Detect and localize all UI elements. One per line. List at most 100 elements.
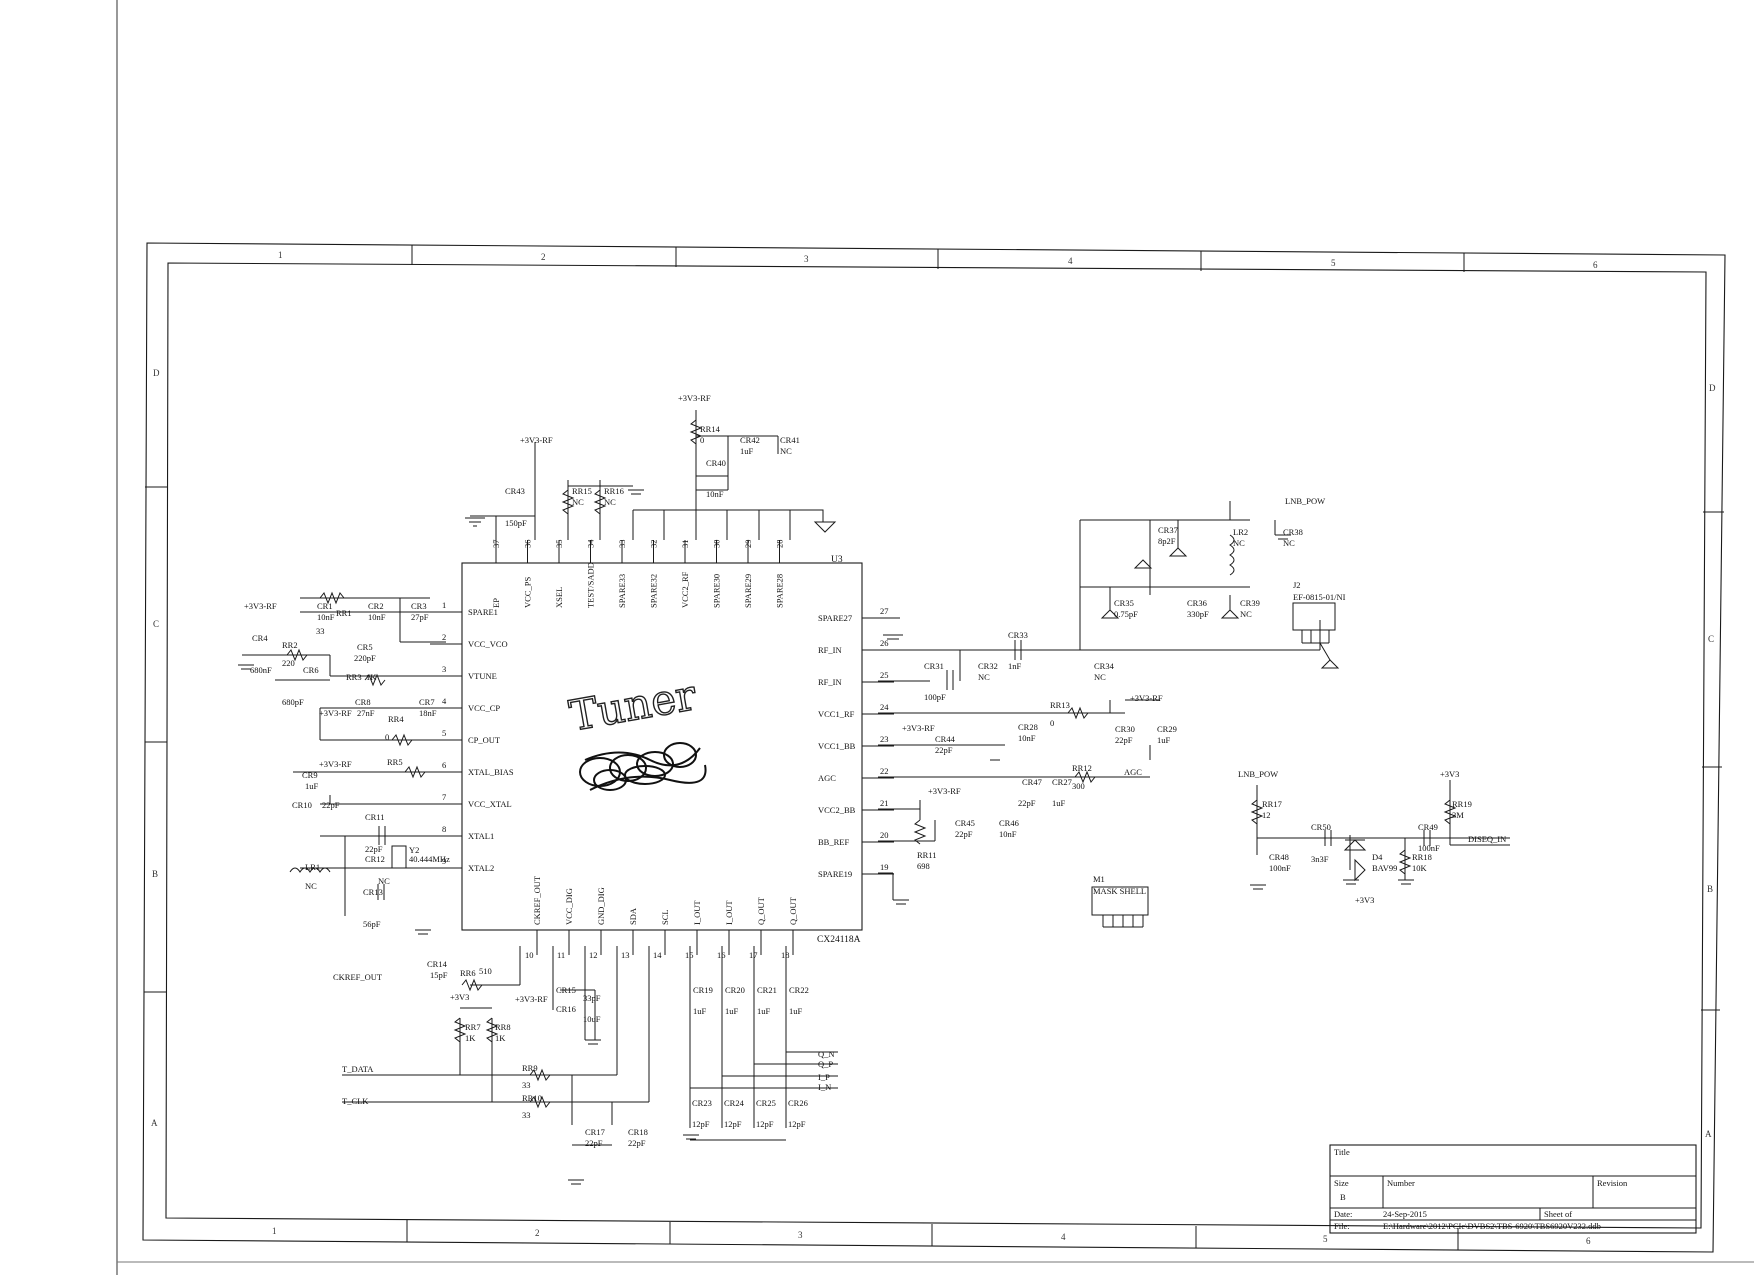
pin-name: VCC1_BB xyxy=(818,741,856,751)
label-d4v: BAV99 xyxy=(1372,863,1397,873)
zone-right-A: A xyxy=(1705,1129,1712,1139)
pin-number: 36 xyxy=(523,540,533,549)
label-cr19v: 1uF xyxy=(693,1006,707,1016)
label-rr18: RR18 xyxy=(1412,852,1432,862)
label-cr4v: 680nF xyxy=(250,665,272,675)
pin-number: 27 xyxy=(880,606,889,616)
label-j2v: EF-0815-01/NI xyxy=(1293,592,1346,602)
zone-labels-bottom: 1 2 3 4 5 6 xyxy=(272,1226,1591,1246)
label-cr45v: 22pF xyxy=(955,829,973,839)
zone-labels-side: D C B A D C B A xyxy=(151,368,1716,1139)
label-cr6v: 680pF xyxy=(282,697,304,707)
label-cr35: CR35 xyxy=(1114,598,1134,608)
label-net-3v3rf-bb2: +3V3-RF xyxy=(928,786,961,796)
pin-name: SPARE29 xyxy=(743,574,753,608)
label-cr11: CR11 xyxy=(365,812,385,822)
label-cr38v: NC xyxy=(1283,538,1295,548)
label-rr15v: NC xyxy=(572,497,584,507)
label-agc: AGC xyxy=(1124,767,1142,777)
label-cr8: CR8 xyxy=(355,697,371,707)
pin-name: Q_OUT xyxy=(756,896,766,925)
label-cr17v: 22pF xyxy=(585,1138,603,1148)
label-rr15: RR15 xyxy=(572,486,592,496)
label-rr12v: 300 xyxy=(1072,781,1085,791)
label-cr12: CR12 xyxy=(365,854,385,864)
label-rr14: RR14 xyxy=(700,424,721,434)
label-rr16: RR16 xyxy=(604,486,624,496)
label-d4pwr: +3V3 xyxy=(1355,895,1374,905)
label-rr16v: NC xyxy=(604,497,616,507)
label-rr9v: 33 xyxy=(522,1080,531,1090)
label-cr1v: 10nF xyxy=(317,612,335,622)
date-label: Date: xyxy=(1334,1209,1352,1219)
pin-number: 7 xyxy=(442,792,446,802)
label-cr22: CR22 xyxy=(789,985,809,995)
label-cr2: CR2 xyxy=(368,601,384,611)
pin-number: 26 xyxy=(880,638,889,648)
label-cr42: CR42 xyxy=(740,435,760,445)
pin-name: EP xyxy=(491,598,501,608)
label-rr3v: 1K xyxy=(366,672,377,682)
sheet-frame xyxy=(142,242,1726,1253)
pin-number: 10 xyxy=(525,950,534,960)
label-rr14v: 0 xyxy=(700,435,704,445)
label-rr3: RR3 xyxy=(346,672,362,682)
label-lr2v: NC xyxy=(1233,538,1245,548)
pin-name: VCC_DIG xyxy=(564,888,574,925)
number-label: Number xyxy=(1387,1178,1415,1188)
label-cr28v: 10nF xyxy=(1018,733,1036,743)
pin-name: SPARE19 xyxy=(818,869,852,879)
pin-name: I_OUT xyxy=(692,900,702,925)
label-cr48: CR48 xyxy=(1269,852,1289,862)
label-cr7v: 18nF xyxy=(419,708,437,718)
label-cr44: CR44 xyxy=(935,734,956,744)
label-j2: J2 xyxy=(1293,580,1301,590)
label-y2: Y2 xyxy=(409,845,419,855)
file-value: E:\Hardware\2012\PCIe\DVBS2\TBS-6920\TBS… xyxy=(1383,1221,1601,1231)
pin-number: 33 xyxy=(617,540,627,549)
zone-top-6: 6 xyxy=(1593,260,1598,270)
label-cr23: CR23 xyxy=(692,1098,712,1108)
label-cr28: CR28 xyxy=(1018,722,1038,732)
label-cr44v: 22pF xyxy=(935,745,953,755)
pin-name: GND_DIG xyxy=(596,887,606,925)
label-y2v: 40.444MHz xyxy=(409,854,450,864)
label-lnbpow1: LNB_POW xyxy=(1285,496,1325,506)
pin-name: SPARE30 xyxy=(712,574,722,608)
label-rr13: RR13 xyxy=(1050,700,1070,710)
label-cr27v: 1uF xyxy=(1052,798,1066,808)
label-cr23v: 12pF xyxy=(692,1119,710,1129)
chip-part: CX24118A xyxy=(817,935,861,945)
pin-name: VCC_XTAL xyxy=(468,799,512,809)
label-rr19: RR19 xyxy=(1452,799,1472,809)
pin-number: 5 xyxy=(442,728,446,738)
zone-right-D: D xyxy=(1709,383,1716,393)
pin-name: TEST/SADD xyxy=(586,562,596,608)
label-cr10v: 22pF xyxy=(322,800,340,810)
label-rr11: RR11 xyxy=(917,850,937,860)
zone-bot-5: 5 xyxy=(1323,1234,1328,1244)
label-cr4: CR4 xyxy=(252,633,268,643)
label-rr5: RR5 xyxy=(387,757,403,767)
pin-number: 25 xyxy=(880,670,889,680)
label-cr37v: 8p2F xyxy=(1158,536,1176,546)
zone-top-4: 4 xyxy=(1068,256,1073,266)
pin-number: 21 xyxy=(880,798,889,808)
label-cr24: CR24 xyxy=(724,1098,745,1108)
label-cr34v: NC xyxy=(1094,672,1106,682)
label-cr15: CR15 xyxy=(556,985,576,995)
zone-left-B: B xyxy=(152,869,158,879)
label-cr22v: 1uF xyxy=(789,1006,803,1016)
revision-label: Revision xyxy=(1597,1178,1628,1188)
pin-name: SPARE1 xyxy=(468,607,498,617)
label-cr48v: 100nF xyxy=(1269,863,1291,873)
label-tclk: T_CLK xyxy=(342,1096,369,1106)
label-rr17: RR17 xyxy=(1262,799,1282,809)
label-cr29: CR29 xyxy=(1157,724,1177,734)
pin-number: 30 xyxy=(712,540,722,549)
label-cr3v: 27pF xyxy=(411,612,429,622)
label-cr11v: 22pF xyxy=(365,844,383,854)
label-cr16v: 10uF xyxy=(583,1014,601,1024)
pin-number: 11 xyxy=(557,950,565,960)
tuner-pins: 1SPARE12VCC_VCO3VTUNE4VCC_CP5CP_OUT6XTAL… xyxy=(430,539,894,960)
